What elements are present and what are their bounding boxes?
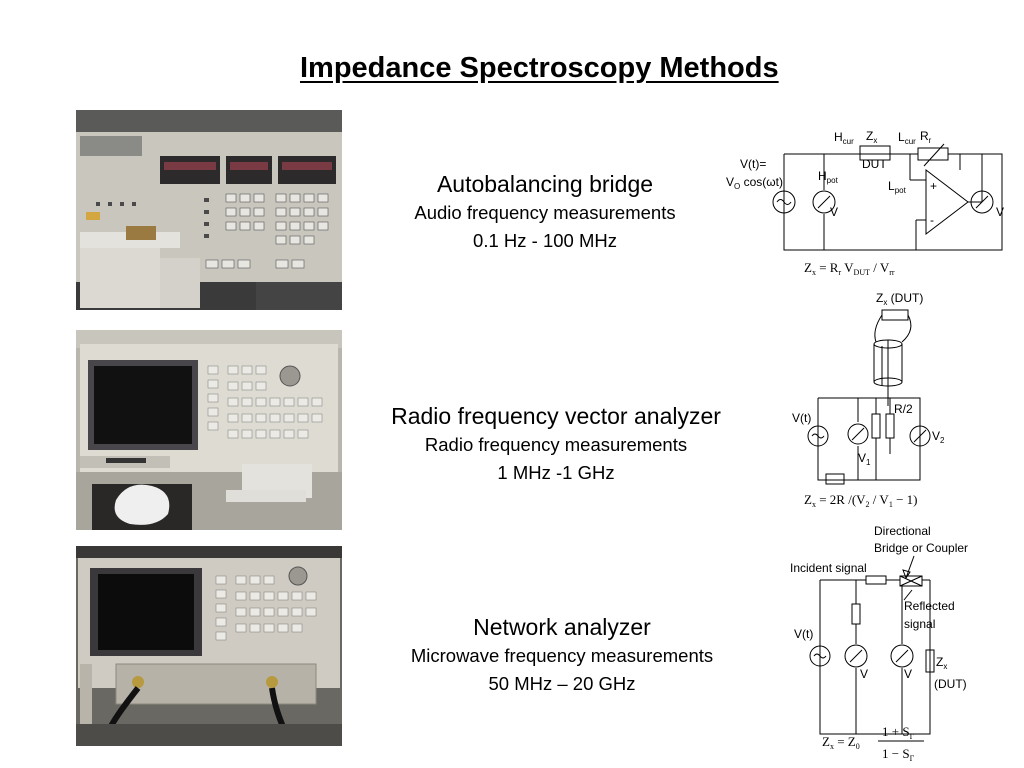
svg-text:V(t)=: V(t)= xyxy=(740,157,766,171)
svg-text:Hpot: Hpot xyxy=(818,169,839,185)
rf-vector-analyzer-photo xyxy=(76,330,342,530)
svg-text:Rr: Rr xyxy=(920,129,932,145)
svg-text:Reflected: Reflected xyxy=(904,599,955,613)
svg-text:(DUT): (DUT) xyxy=(934,677,967,691)
slide-title: Impedance Spectroscopy Methods xyxy=(300,52,779,84)
dut-box xyxy=(859,145,891,161)
svg-text:Incident signal: Incident signal xyxy=(790,561,867,575)
svg-text:1 − SΓ: 1 − SΓ xyxy=(882,746,915,763)
voltmeter-left-symbol xyxy=(812,190,836,214)
method-frequency-range: 50 MHz – 20 GHz xyxy=(488,673,636,694)
opamp-symbol xyxy=(925,168,969,236)
svg-text:V(t): V(t) xyxy=(792,411,811,425)
formula-autobalancing: Zx = Rr VDUT / Vrr xyxy=(804,260,895,277)
svg-text:Lpot: Lpot xyxy=(888,179,907,195)
svg-text:-: - xyxy=(930,213,934,227)
voltmeter-v2-symbol xyxy=(909,425,931,447)
svg-text:1 + SΓ: 1 + SΓ xyxy=(882,724,915,741)
formula-rf-vector: Zx = 2R /(V2 / V1 − 1) xyxy=(804,492,917,509)
method-frequency-range: 1 MHz -1 GHz xyxy=(497,462,615,483)
svg-text:Directional: Directional xyxy=(874,524,931,538)
svg-text:Zx (DUT): Zx (DUT) xyxy=(876,291,923,307)
method-frequency-range: 0.1 Hz - 100 MHz xyxy=(473,230,617,251)
method-name: Radio frequency vector analyzer xyxy=(391,403,721,429)
svg-text:V: V xyxy=(830,205,838,219)
svg-text:Zx: Zx xyxy=(866,129,877,145)
svg-text:+: + xyxy=(930,179,937,193)
voltmeter-incident-symbol xyxy=(844,644,868,668)
autobalancing-bridge-photo xyxy=(76,110,342,310)
svg-text:Zx: Zx xyxy=(936,655,947,671)
svg-text:V(t): V(t) xyxy=(794,627,813,641)
svg-text:DUT: DUT xyxy=(862,157,887,171)
range-resistor xyxy=(917,147,949,161)
ac-source-symbol xyxy=(809,645,831,667)
svg-text:signal: signal xyxy=(904,617,935,631)
svg-text:V1: V1 xyxy=(858,451,871,467)
voltmeter-reflected-symbol xyxy=(890,644,914,668)
method-range-description: Audio frequency measurements xyxy=(414,202,676,223)
method-range-description: Radio frequency measurements xyxy=(424,434,688,455)
svg-text:V: V xyxy=(904,667,912,681)
coupler-symbol xyxy=(899,575,923,587)
voltmeter-v1-symbol xyxy=(847,423,869,445)
method-network-analyzer: Network analyzer Microwave frequency mea… xyxy=(372,612,752,698)
svg-text:V: V xyxy=(996,205,1004,219)
network-analyzer-circuit: Directional Bridge or Coupler Incident s… xyxy=(790,524,968,763)
dut-box xyxy=(881,309,909,321)
svg-text:V: V xyxy=(860,667,868,681)
method-name: Autobalancing bridge xyxy=(436,171,654,197)
svg-text:Lcur: Lcur xyxy=(898,130,916,146)
autobalancing-bridge-circuit: Hcur Zx DUT Lcur Rr V(t)= VO cos(ωt) Hpo… xyxy=(726,129,1004,277)
method-autobalancing: Autobalancing bridge Audio frequency mea… xyxy=(380,169,710,255)
ac-source-symbol xyxy=(772,190,796,214)
svg-text:V2: V2 xyxy=(932,429,945,445)
ac-source-symbol xyxy=(807,425,829,447)
network-analyzer-photo xyxy=(76,546,342,746)
svg-text:VO cos(ωt): VO cos(ωt) xyxy=(726,175,783,191)
method-rf-vector: Radio frequency vector analyzer Radio fr… xyxy=(366,401,746,487)
rf-vector-analyzer-circuit: Zx (DUT) V(t) R/2 V2 V1 Zx = 2R /(V2 / V… xyxy=(792,291,945,509)
svg-text:R/2: R/2 xyxy=(894,402,913,416)
voltmeter-right-symbol xyxy=(970,190,994,214)
svg-text:Bridge or Coupler: Bridge or Coupler xyxy=(874,541,968,555)
formula-network-analyzer: Zx = Z0 xyxy=(822,734,860,751)
method-range-description: Microwave frequency measurements xyxy=(410,645,714,666)
method-name: Network analyzer xyxy=(473,614,651,640)
svg-text:Hcur: Hcur xyxy=(834,130,854,146)
